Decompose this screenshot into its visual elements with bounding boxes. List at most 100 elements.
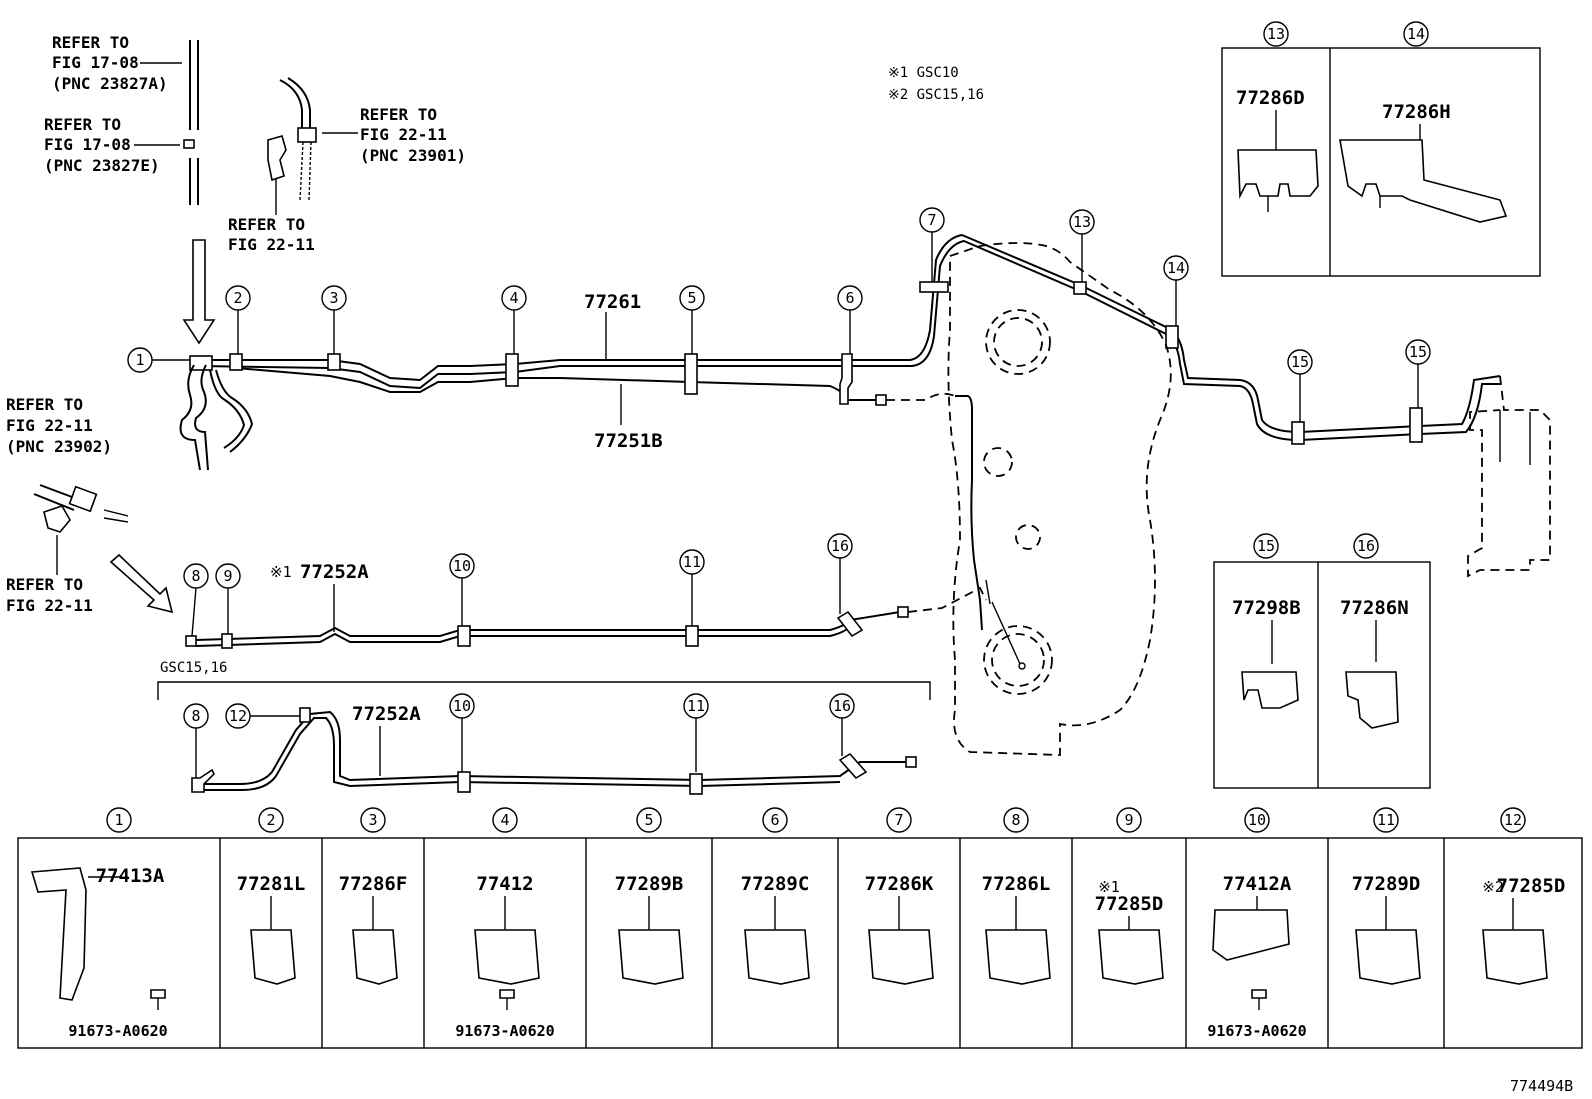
- filler-pipe-drawing: [183, 40, 317, 205]
- panel-mark: ※1: [1098, 878, 1120, 896]
- pipe-label-77251B: 77251B: [594, 430, 663, 452]
- svg-text:FIG 22-11: FIG 22-11: [360, 125, 447, 144]
- callout-11: 11: [679, 549, 705, 626]
- part-77285D: 77285D: [1095, 893, 1164, 915]
- callout-number: 15: [1257, 537, 1275, 555]
- callout-3: 3: [321, 285, 347, 354]
- variant-bracket: [157, 681, 931, 700]
- detail-panel-7: 7 77286K: [865, 807, 934, 985]
- panel-number: 12: [1504, 811, 1522, 829]
- reference-note-3: REFER TO FIG 22-11 (PNC 23901): [360, 105, 466, 165]
- callout-number: 10: [453, 557, 471, 575]
- callout-7: 7: [919, 207, 945, 282]
- callout-2: 2: [225, 285, 251, 354]
- detail-panel-11: 11 77289D: [1352, 807, 1421, 985]
- callout-15: 15: [1253, 533, 1279, 559]
- callout-number: 3: [329, 289, 338, 307]
- part-77289C: 77289C: [741, 873, 810, 895]
- callout-number: 16: [833, 697, 851, 715]
- svg-text:FIG 22-11: FIG 22-11: [6, 416, 93, 435]
- part-77286L: 77286L: [982, 873, 1051, 895]
- callout-16: 16: [829, 693, 855, 756]
- callout-number: 2: [233, 289, 242, 307]
- detail-panel-8: 8 77286L: [982, 807, 1051, 985]
- part-77286F: 77286F: [339, 873, 408, 895]
- note-gsc15-16: ※2 GSC15,16: [888, 87, 984, 103]
- callout-16: 16: [1353, 533, 1379, 559]
- callout-number: 8: [191, 707, 200, 725]
- reference-note-6: REFER TO FIG 22-11: [6, 575, 93, 615]
- panel-number: 4: [500, 811, 509, 829]
- callout-10: 10: [449, 553, 475, 626]
- callout-5: 5: [679, 285, 705, 354]
- callout-4: 4: [501, 285, 527, 354]
- detail-box-15-16: 77298B 77286N: [1213, 561, 1431, 789]
- detail-box-13-14: 77286D 77286H: [1221, 47, 1541, 277]
- callout-number: 14: [1407, 25, 1425, 43]
- callout-number: 14: [1167, 259, 1185, 277]
- svg-text:(PNC 23827A): (PNC 23827A): [52, 74, 168, 93]
- callout-number: 10: [453, 697, 471, 715]
- panel-number: 6: [770, 811, 779, 829]
- detail-panel-4: 4 77412 91673-A0620: [455, 807, 555, 1040]
- callout-14: 14: [1163, 255, 1189, 326]
- panel-number: 5: [644, 811, 653, 829]
- bolt-91673-A0620: 91673-A0620: [455, 1022, 554, 1040]
- callout-number: 11: [683, 553, 701, 571]
- panel-number: 7: [894, 811, 903, 829]
- callout-number: 8: [191, 567, 200, 585]
- svg-text:REFER TO: REFER TO: [52, 33, 129, 52]
- part-77286K: 77286K: [865, 873, 934, 895]
- callout-number: 5: [687, 289, 696, 307]
- pipe-label-77252A-mark: ※1: [270, 563, 292, 581]
- part-77412A: 77412A: [1223, 873, 1292, 895]
- svg-text:REFER TO: REFER TO: [6, 575, 83, 594]
- callout-number: 13: [1073, 213, 1091, 231]
- part-77281L: 77281L: [237, 873, 306, 895]
- callout-number: 6: [845, 289, 854, 307]
- pipe-label-77252A: 77252A: [300, 561, 369, 583]
- callout-number: 16: [831, 537, 849, 555]
- panel-number: 9: [1124, 811, 1133, 829]
- panel-number: 8: [1011, 811, 1020, 829]
- callout-8: 8: [183, 563, 209, 637]
- part-77286N: 77286N: [1340, 597, 1409, 619]
- callout-number: 1: [135, 351, 144, 369]
- detail-panel-10: 10 77412A 91673-A0620: [1207, 807, 1307, 1040]
- callout-12: 12: [225, 703, 300, 729]
- svg-text:REFER TO: REFER TO: [228, 215, 305, 234]
- fuel-tank-outline: [947, 242, 1172, 756]
- svg-text:REFER TO: REFER TO: [44, 115, 121, 134]
- callout-number: 9: [223, 567, 232, 585]
- part-77412: 77412: [476, 873, 533, 895]
- reference-note-1: REFER TO FIG 17-08 (PNC 23827A): [52, 33, 168, 93]
- bolt-91673-A0620: 91673-A0620: [1207, 1022, 1306, 1040]
- panel-number: 10: [1248, 811, 1266, 829]
- callout-9: 9: [215, 563, 241, 634]
- panel-number: 1: [114, 811, 123, 829]
- svg-text:FIG 17-08: FIG 17-08: [52, 53, 139, 72]
- part-77298B: 77298B: [1232, 597, 1301, 619]
- figure-id: 774494B: [1510, 1077, 1573, 1095]
- connector-23902-drawing: [33, 484, 129, 533]
- flow-arrow-diagonal: [109, 553, 174, 614]
- part-77289D: 77289D: [1352, 873, 1421, 895]
- callout-10: 10: [449, 693, 475, 772]
- panel-mark: ※2: [1482, 878, 1504, 896]
- bottom-detail-panels: 177413A91673-A0620277281L377286F47741291…: [17, 807, 1583, 1049]
- pipe-label-77252A-variant: 77252A: [352, 703, 421, 725]
- mid-pipe-77252A: [185, 579, 991, 649]
- part-77413A: 77413A: [96, 865, 165, 887]
- callout-16: 16: [827, 533, 853, 614]
- panel-number: 11: [1377, 811, 1395, 829]
- reference-note-5: REFER TO FIG 22-11 (PNC 23902): [6, 395, 112, 456]
- callout-number: 13: [1267, 25, 1285, 43]
- callout-8: 8: [183, 703, 209, 778]
- svg-text:(PNC 23827E): (PNC 23827E): [44, 156, 160, 175]
- part-77286H: 77286H: [1382, 101, 1451, 123]
